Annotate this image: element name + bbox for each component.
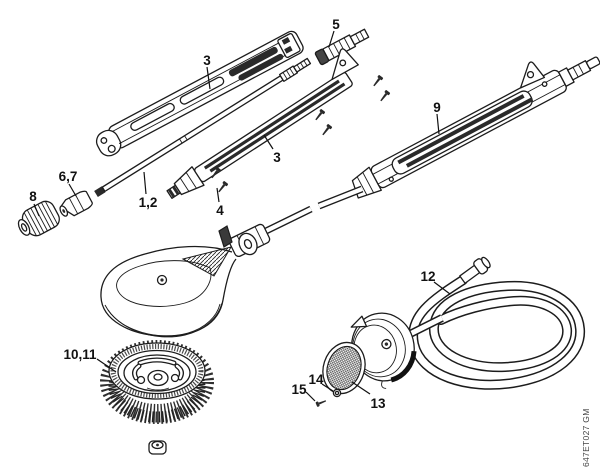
label-rail-right: 3 — [273, 150, 281, 165]
knurled-cap-part — [17, 200, 60, 237]
swivel-joint — [218, 223, 271, 258]
label-small-screw: 15 — [291, 382, 307, 397]
label-hose: 12 — [420, 269, 435, 284]
washer-part — [332, 388, 342, 398]
label-coupler: 5 — [332, 17, 340, 32]
coupler-part — [314, 28, 370, 66]
label-strainer: 13 — [370, 396, 386, 411]
hose-part — [408, 256, 586, 390]
upper-rail-part — [95, 30, 304, 157]
screw-icon — [218, 181, 229, 193]
leader-lines — [33, 30, 451, 402]
hose-fitting — [459, 256, 491, 284]
label-cap: 8 — [29, 189, 37, 204]
label-nozzle: 6,7 — [59, 169, 78, 184]
lower-rail-part — [166, 48, 359, 199]
connecting-tube — [264, 185, 364, 235]
label-rail-top: 3 — [203, 53, 211, 68]
nozzle-part — [59, 190, 93, 217]
label-washer: 14 — [308, 372, 324, 387]
brush-housing — [100, 245, 237, 338]
label-inner-tube: 1,2 — [139, 195, 158, 210]
outer-shaft-part — [351, 56, 600, 199]
drawing-code: 647ET027 GM — [581, 408, 591, 467]
strainer-part — [322, 341, 366, 395]
label-screw-set: 4 — [216, 203, 224, 218]
small-screw-icon — [315, 400, 327, 407]
screw-icon — [315, 109, 326, 121]
screw-icon — [380, 90, 391, 102]
screw-icon — [322, 124, 333, 136]
screw-icon — [373, 75, 384, 87]
label-outer-shaft: 9 — [433, 100, 441, 115]
inner-tube-part — [94, 57, 312, 197]
cup-connector — [404, 314, 444, 340]
screw-icon — [211, 167, 222, 179]
brush-disc-part — [100, 340, 214, 455]
label-brush-disc: 10,11 — [63, 347, 97, 362]
